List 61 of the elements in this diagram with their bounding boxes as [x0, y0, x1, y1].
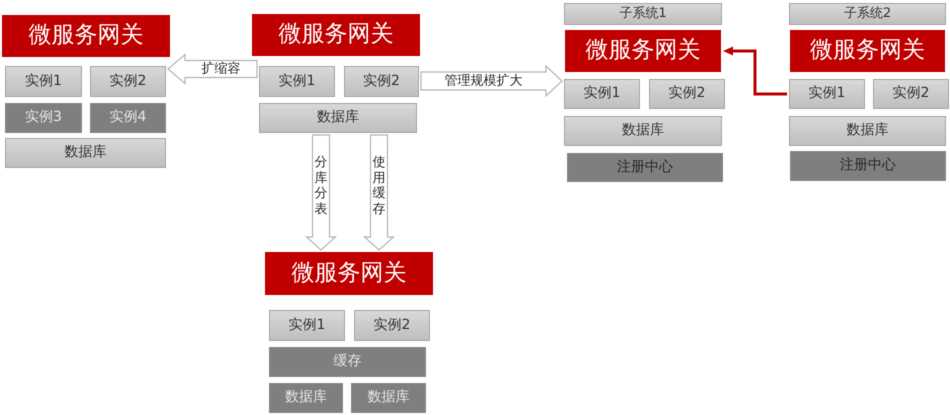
- instance-label: 实例3: [25, 110, 62, 126]
- instance-box: [649, 79, 725, 109]
- database-box: [259, 103, 417, 133]
- edge-label: 管理规模扩大: [444, 74, 522, 88]
- gateway-box: [252, 14, 420, 56]
- instance-label: 实例2: [374, 318, 410, 334]
- database-label: 数据库: [285, 390, 327, 406]
- instance-box: [269, 310, 345, 341]
- registry-label: 注册中心: [840, 158, 896, 174]
- arrow: [723, 46, 787, 96]
- instance-box: [344, 66, 419, 97]
- edge-label: 分库分表: [314, 154, 328, 218]
- instance-box: [259, 66, 335, 97]
- edge-label: 使用缓存: [372, 154, 386, 218]
- instance-box: [90, 103, 166, 133]
- gateway-label: 微服务网关: [810, 38, 925, 64]
- cache-label: 缓存: [334, 354, 362, 370]
- instance-label: 实例2: [363, 74, 400, 90]
- instance-label: 实例2: [892, 86, 930, 102]
- database-label: 数据库: [846, 123, 888, 139]
- cache-box: [269, 347, 426, 377]
- database-label: 数据库: [368, 390, 410, 406]
- instance-label: 实例2: [668, 86, 706, 102]
- database-box: [5, 138, 166, 168]
- gateway-box: [565, 30, 721, 72]
- gateway-label: 微服务网关: [28, 23, 144, 49]
- gateway-box: [2, 15, 170, 57]
- database-box: [351, 383, 426, 413]
- gateway-label: 微服务网关: [292, 260, 406, 286]
- instance-label: 实例2: [110, 74, 146, 90]
- instance-label: 实例1: [808, 86, 846, 102]
- subsystem-box: [564, 3, 722, 25]
- instance-box: [354, 310, 430, 341]
- registry-label: 注册中心: [617, 160, 673, 176]
- registry-box: [790, 151, 946, 181]
- instance-label: 实例1: [288, 318, 326, 334]
- subsystem-label: 子系统1: [619, 6, 667, 22]
- database-label: 数据库: [622, 123, 664, 139]
- gateway-label: 微服务网关: [278, 22, 394, 48]
- instance-box: [873, 79, 949, 109]
- instance-label: 实例4: [110, 110, 146, 126]
- gateway-label: 微服务网关: [586, 38, 700, 64]
- instance-box: [5, 103, 82, 133]
- database-box: [564, 116, 722, 146]
- instance-box: [5, 66, 82, 97]
- registry-box: [567, 153, 723, 182]
- instance-box: [564, 79, 640, 109]
- database-label: 数据库: [64, 145, 106, 161]
- database-box: [789, 116, 946, 146]
- subsystem-box: [789, 3, 946, 25]
- instance-label: 实例1: [25, 74, 62, 90]
- instance-box: [90, 66, 166, 97]
- gateway-box: [265, 252, 433, 295]
- instance-box: [789, 79, 865, 109]
- gateway-box: [790, 30, 945, 72]
- subsystem-label: 子系统2: [844, 6, 892, 22]
- instance-label: 实例1: [278, 74, 316, 90]
- instance-label: 实例1: [584, 86, 620, 102]
- database-box: [269, 383, 343, 413]
- database-label: 数据库: [317, 110, 359, 126]
- edge-label: 扩缩容: [202, 62, 240, 76]
